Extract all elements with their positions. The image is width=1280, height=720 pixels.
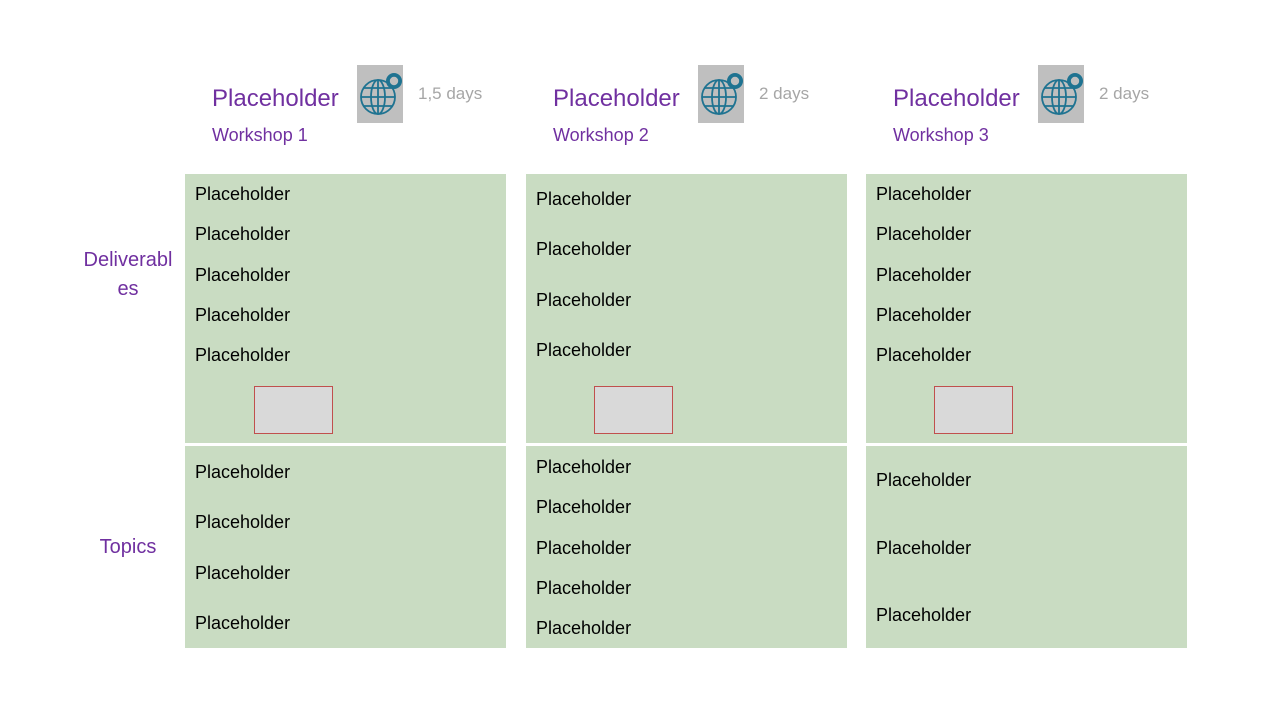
workshop-title: Placeholder — [212, 85, 339, 112]
list-item: Placeholder — [876, 265, 972, 285]
list-item: Placeholder — [195, 462, 291, 482]
workshop-3-topics-panel: Placeholder Placeholder Placeholder — [866, 446, 1187, 648]
workshop-2-topics-panel: Placeholder Placeholder Placeholder Plac… — [526, 446, 847, 648]
list-item: Placeholder — [536, 189, 632, 209]
workshop-duration: 2 days — [759, 84, 810, 103]
list-item: Placeholder — [536, 457, 632, 477]
workshop-1-topics-panel: Placeholder Placeholder Placeholder Plac… — [185, 446, 506, 648]
workshop-1-header: Placeholder Workshop 1 1,5 days — [185, 64, 515, 154]
workshop-subtitle: Workshop 3 — [893, 125, 989, 145]
list-item: Placeholder — [195, 265, 291, 285]
list-item: Placeholder — [876, 538, 972, 558]
placeholder-box — [934, 386, 1013, 434]
workshop-title: Placeholder — [553, 85, 680, 112]
list-item: Placeholder — [195, 184, 291, 204]
workshop-title: Placeholder — [893, 85, 1020, 112]
row-label-deliverables: Deliverables — [83, 249, 173, 300]
workshop-2-header: Placeholder Workshop 2 2 days — [526, 64, 856, 154]
list-item: Placeholder — [536, 578, 632, 598]
list-item: Placeholder — [876, 470, 972, 490]
workshop-duration: 2 days — [1099, 84, 1150, 103]
list-item: Placeholder — [195, 563, 291, 583]
list-item: Placeholder — [536, 239, 632, 259]
placeholder-box — [254, 386, 333, 434]
workshop-duration: 1,5 days — [418, 84, 483, 103]
list-item: Placeholder — [195, 512, 291, 532]
workshop-3-header: Placeholder Workshop 3 2 days — [866, 64, 1196, 154]
workshop-2-deliverables-panel: Placeholder Placeholder Placeholder Plac… — [526, 174, 847, 443]
list-item: Placeholder — [876, 184, 972, 204]
placeholder-box — [594, 386, 673, 434]
list-item: Placeholder — [195, 613, 291, 633]
list-item: Placeholder — [536, 618, 632, 638]
globe-pin-icon — [698, 65, 744, 123]
workshop-subtitle: Workshop 2 — [553, 125, 649, 145]
list-item: Placeholder — [536, 290, 632, 310]
list-item: Placeholder — [536, 340, 632, 360]
row-label-topics: Topics — [99, 536, 157, 558]
globe-pin-icon — [357, 65, 403, 123]
list-item: Placeholder — [536, 538, 632, 558]
list-item: Placeholder — [195, 345, 291, 365]
list-item: Placeholder — [876, 345, 972, 365]
workshop-3-deliverables-panel: Placeholder Placeholder Placeholder Plac… — [866, 174, 1187, 443]
workshop-1-deliverables-panel: Placeholder Placeholder Placeholder Plac… — [185, 174, 506, 443]
list-item: Placeholder — [876, 605, 972, 625]
list-item: Placeholder — [536, 497, 632, 517]
list-item: Placeholder — [876, 305, 972, 325]
list-item: Placeholder — [876, 224, 972, 244]
globe-pin-icon — [1038, 65, 1084, 123]
list-item: Placeholder — [195, 305, 291, 325]
workshop-subtitle: Workshop 1 — [212, 125, 308, 145]
list-item: Placeholder — [195, 224, 291, 244]
